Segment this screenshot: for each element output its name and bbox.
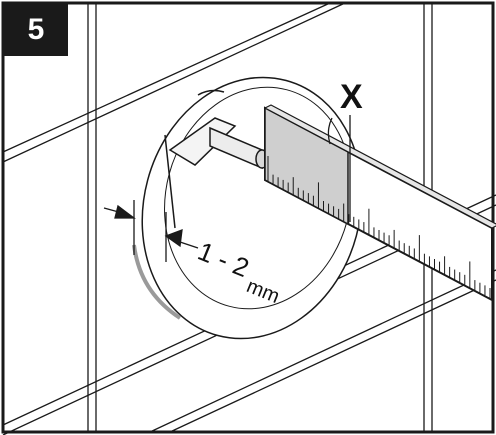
step-number-badge: 5 xyxy=(4,4,68,56)
box-edge-highlight xyxy=(132,244,182,320)
gap-arrow-left xyxy=(114,204,136,219)
measure-marker-label: X xyxy=(340,78,363,116)
measure-marker: X xyxy=(327,78,363,222)
gap-arrow-right xyxy=(164,229,183,248)
gap-dimension xyxy=(103,200,199,262)
ruler xyxy=(263,104,496,302)
